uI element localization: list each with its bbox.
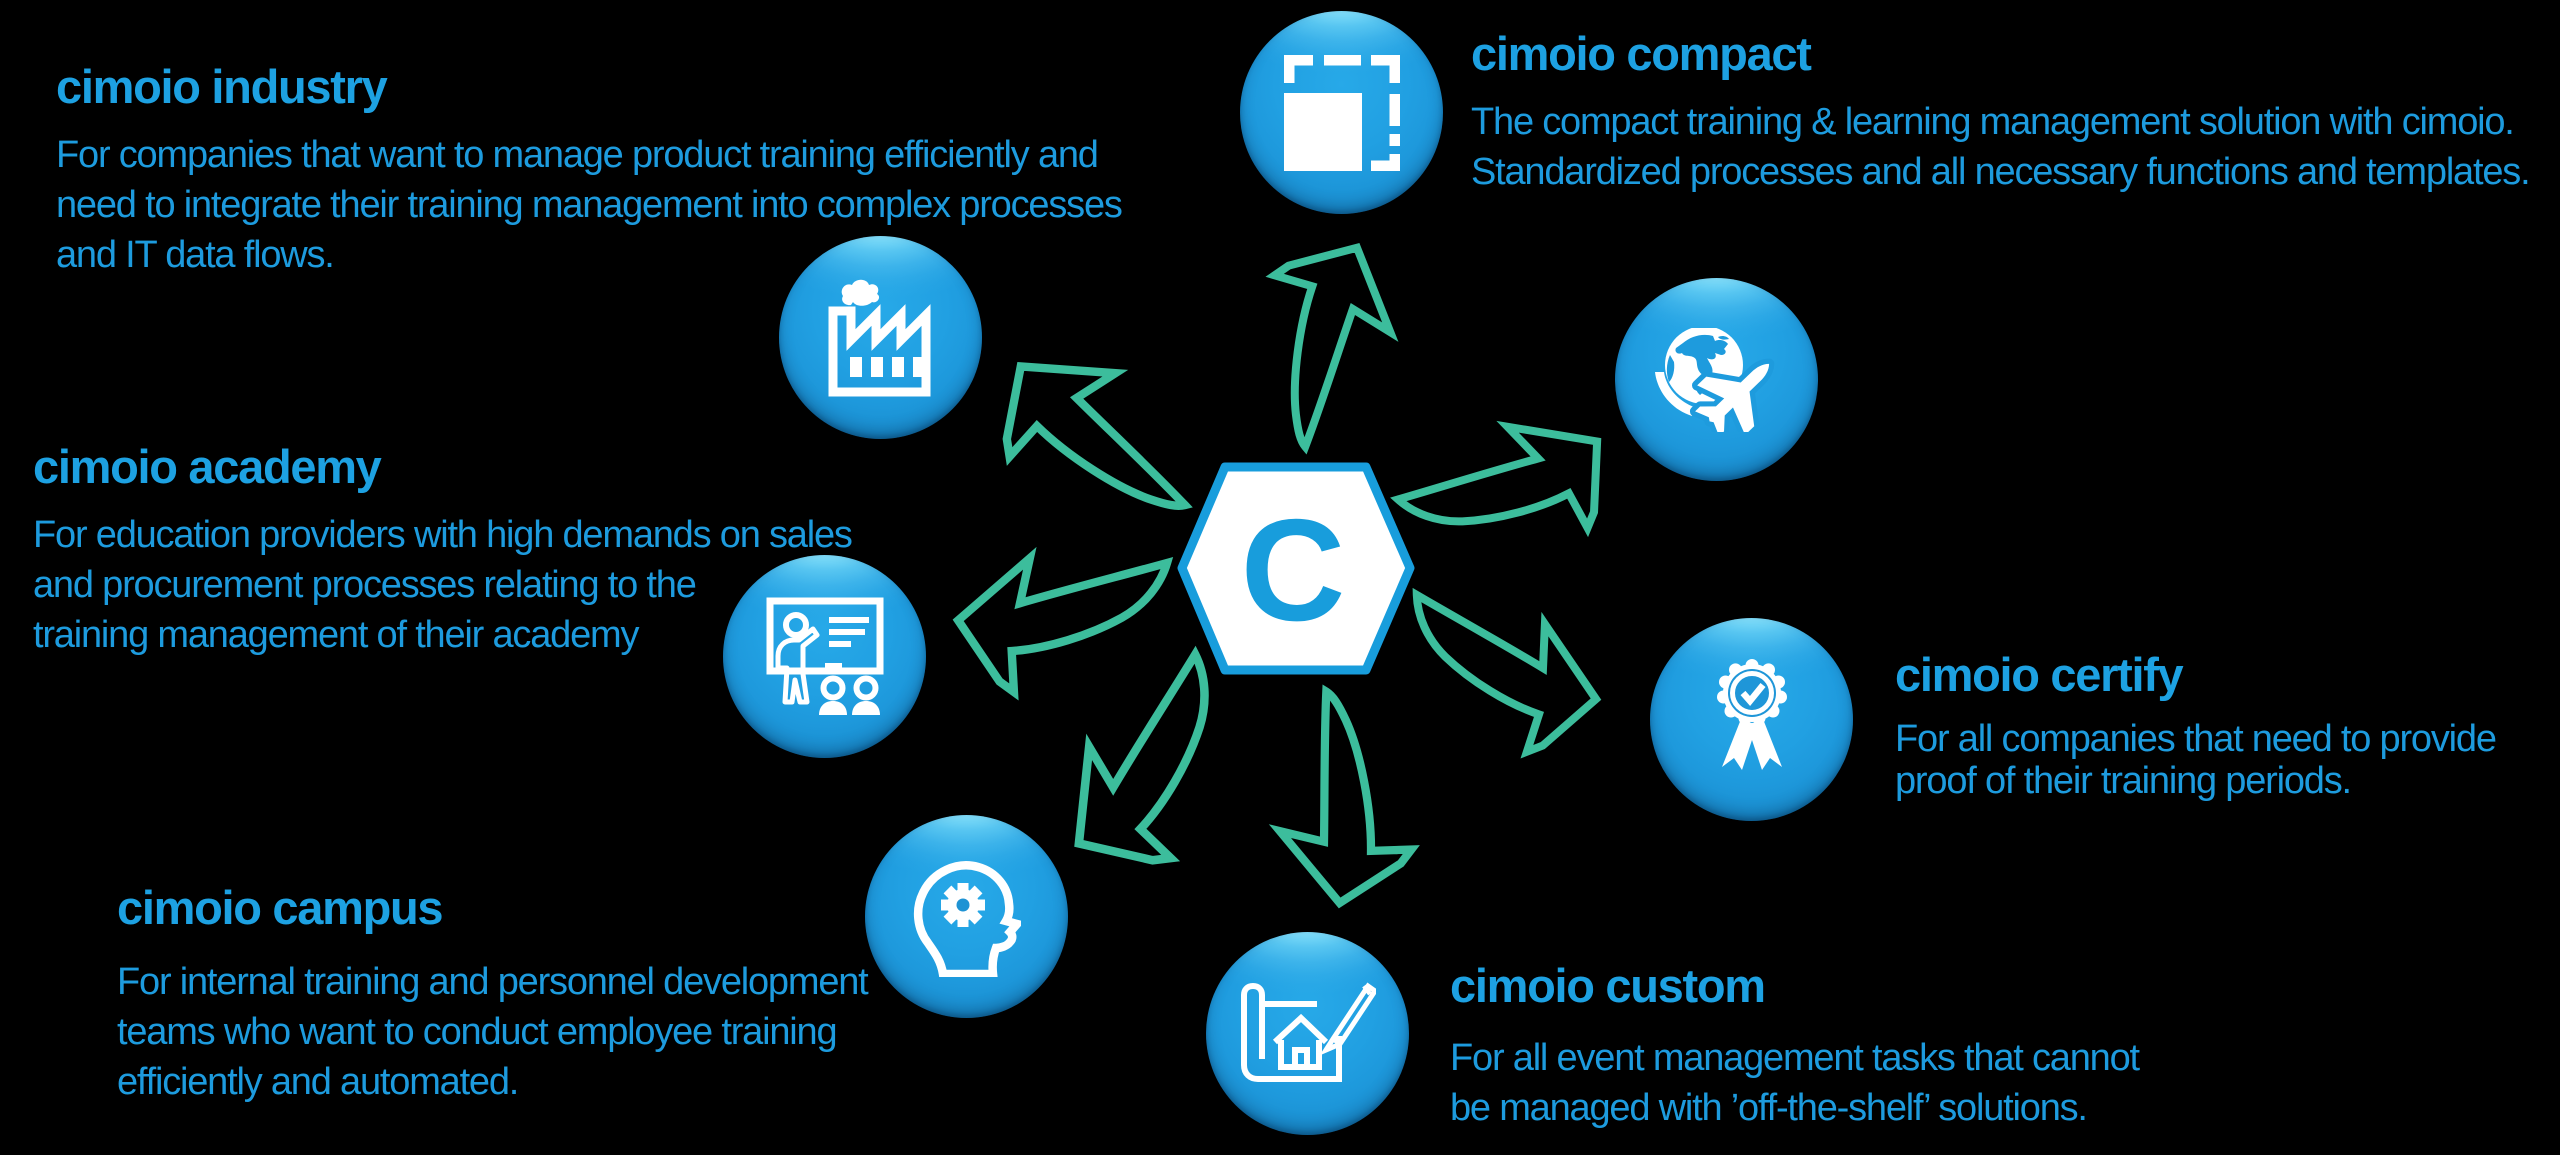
svg-text:C: C [1241, 489, 1346, 651]
